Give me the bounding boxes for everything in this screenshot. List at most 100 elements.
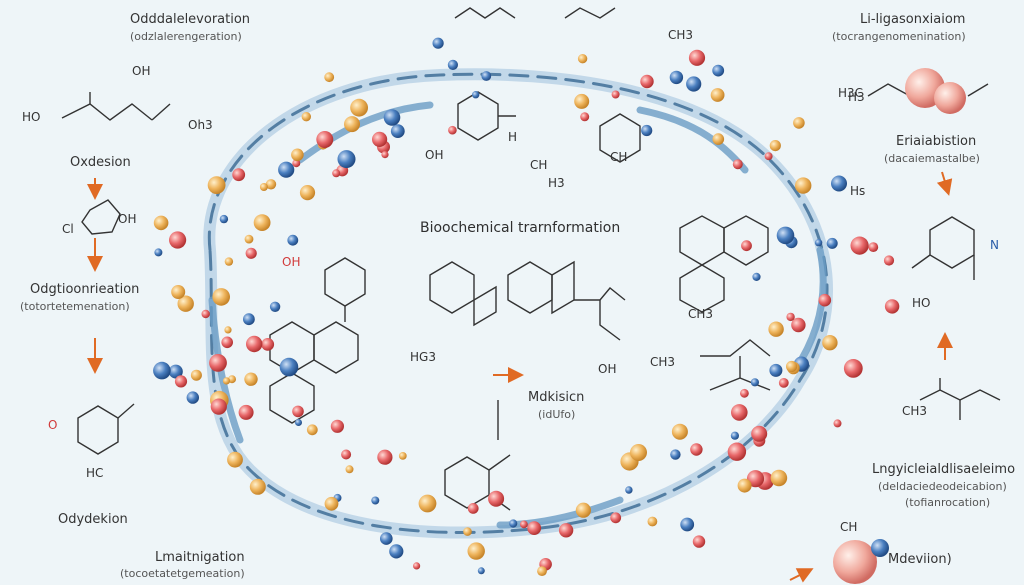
atom-sphere (669, 70, 684, 85)
atom-sphere (558, 523, 574, 538)
atom-sphere (316, 131, 334, 148)
atom-sphere (778, 378, 789, 388)
label-center-lower: Mdkisicn (528, 390, 585, 405)
chem-label: CH3 (668, 28, 694, 42)
atom-sphere (795, 177, 812, 194)
atom-sphere (527, 521, 542, 535)
atom-sphere (279, 357, 299, 377)
atom-sphere (611, 90, 620, 99)
label-oxidation: Oxdesion (70, 155, 131, 170)
atom-sphere (301, 112, 311, 122)
atom-sphere (292, 405, 304, 418)
atom-sphere (580, 112, 590, 122)
atom-sphere (398, 452, 407, 460)
atom-sphere (337, 150, 356, 169)
atom-sphere (740, 388, 749, 398)
atom-sphere (287, 234, 299, 246)
atom-sphere (768, 321, 784, 337)
atom-sphere (238, 404, 254, 420)
label-left-bottom: Odydekion (58, 512, 128, 527)
atom-sphere (630, 444, 647, 461)
atom-sphere (818, 293, 832, 307)
atom-sphere (868, 242, 879, 253)
atom-sphere (826, 237, 838, 249)
atom-sphere (249, 478, 266, 495)
atom-sphere (509, 519, 518, 528)
atom-sphere (822, 335, 838, 351)
label-right-mid-sub: (dacaiemastalbe) (884, 152, 980, 165)
chem-label: HO (22, 110, 41, 124)
atom-sphere (751, 425, 768, 442)
atom-sphere (488, 490, 505, 507)
atom-sphere (246, 335, 263, 353)
atom-sphere (177, 295, 194, 312)
atom-sphere (299, 185, 316, 201)
atom-sphere (244, 234, 254, 244)
label-bottom-left: Lmaitnigation (155, 550, 245, 565)
atom-sphere (575, 502, 592, 518)
atom-sphere (710, 88, 725, 102)
atom-sphere (324, 496, 339, 511)
atom-sphere (883, 255, 895, 266)
protein-ribbon (203, 68, 833, 539)
chem-label: OH (282, 255, 301, 269)
atom-sphere (625, 486, 633, 494)
atom-sphere (371, 496, 380, 505)
atom-sphere (380, 532, 393, 545)
atom-sphere (389, 544, 404, 559)
atom-sphere (764, 152, 773, 161)
atom-sphere (324, 72, 335, 83)
atom-sphere (641, 124, 653, 137)
atom-sphere (259, 183, 268, 191)
atom-sphere (690, 443, 703, 456)
chem-label: OH (132, 64, 151, 78)
atom-sphere (884, 299, 900, 314)
chem-label: CH (530, 158, 548, 172)
atom-sphere (730, 431, 740, 440)
atom-sphere (413, 562, 421, 570)
chem-label: CH (610, 150, 628, 164)
atom-sphere (219, 214, 229, 224)
chem-label: CH (840, 520, 858, 534)
atom-sphere (292, 159, 301, 168)
top-right-molecule (905, 68, 966, 114)
bottom-right-molecule (833, 539, 889, 584)
reaction-arrows (87, 171, 953, 583)
chem-label: CH3 (902, 404, 928, 418)
atom-sphere (769, 363, 783, 377)
chem-label: Oh3 (188, 118, 213, 132)
atom-sphere (244, 372, 258, 386)
atom-sphere (712, 133, 725, 145)
atom-sphere (814, 239, 823, 247)
atom-sphere (377, 449, 393, 465)
atom-sphere (750, 378, 760, 387)
atom-sphere (186, 391, 199, 404)
atom-sphere (210, 398, 227, 415)
atom-sphere (153, 215, 169, 231)
atom-sphere (418, 494, 437, 513)
atom-sphere (574, 93, 590, 109)
atom-sphere (212, 288, 230, 306)
chemical-structures (61, 7, 1001, 511)
label-top-right: Li-ligasonxiaiom (860, 12, 966, 27)
chem-label: OH (598, 362, 617, 376)
atom-sphere (741, 240, 752, 252)
atom-sphere (345, 465, 354, 474)
atom-sphere (209, 354, 227, 372)
atom-sphere (245, 247, 257, 259)
atom-sphere (222, 377, 231, 385)
atom-sphere (265, 179, 277, 190)
atom-sphere (727, 442, 747, 461)
diagram-title: Bioochemical trarnformation (420, 220, 621, 236)
chem-label: O (48, 418, 58, 432)
atom-sphere (269, 301, 281, 312)
atom-sphere (737, 478, 752, 493)
atom-sphere (330, 419, 344, 433)
label-bottom-right: Mdeviion) (888, 552, 952, 567)
atom-sphere (383, 109, 401, 126)
atom-sphere (786, 360, 798, 373)
atom-sphere (577, 54, 588, 64)
atom-sphere (171, 285, 186, 299)
